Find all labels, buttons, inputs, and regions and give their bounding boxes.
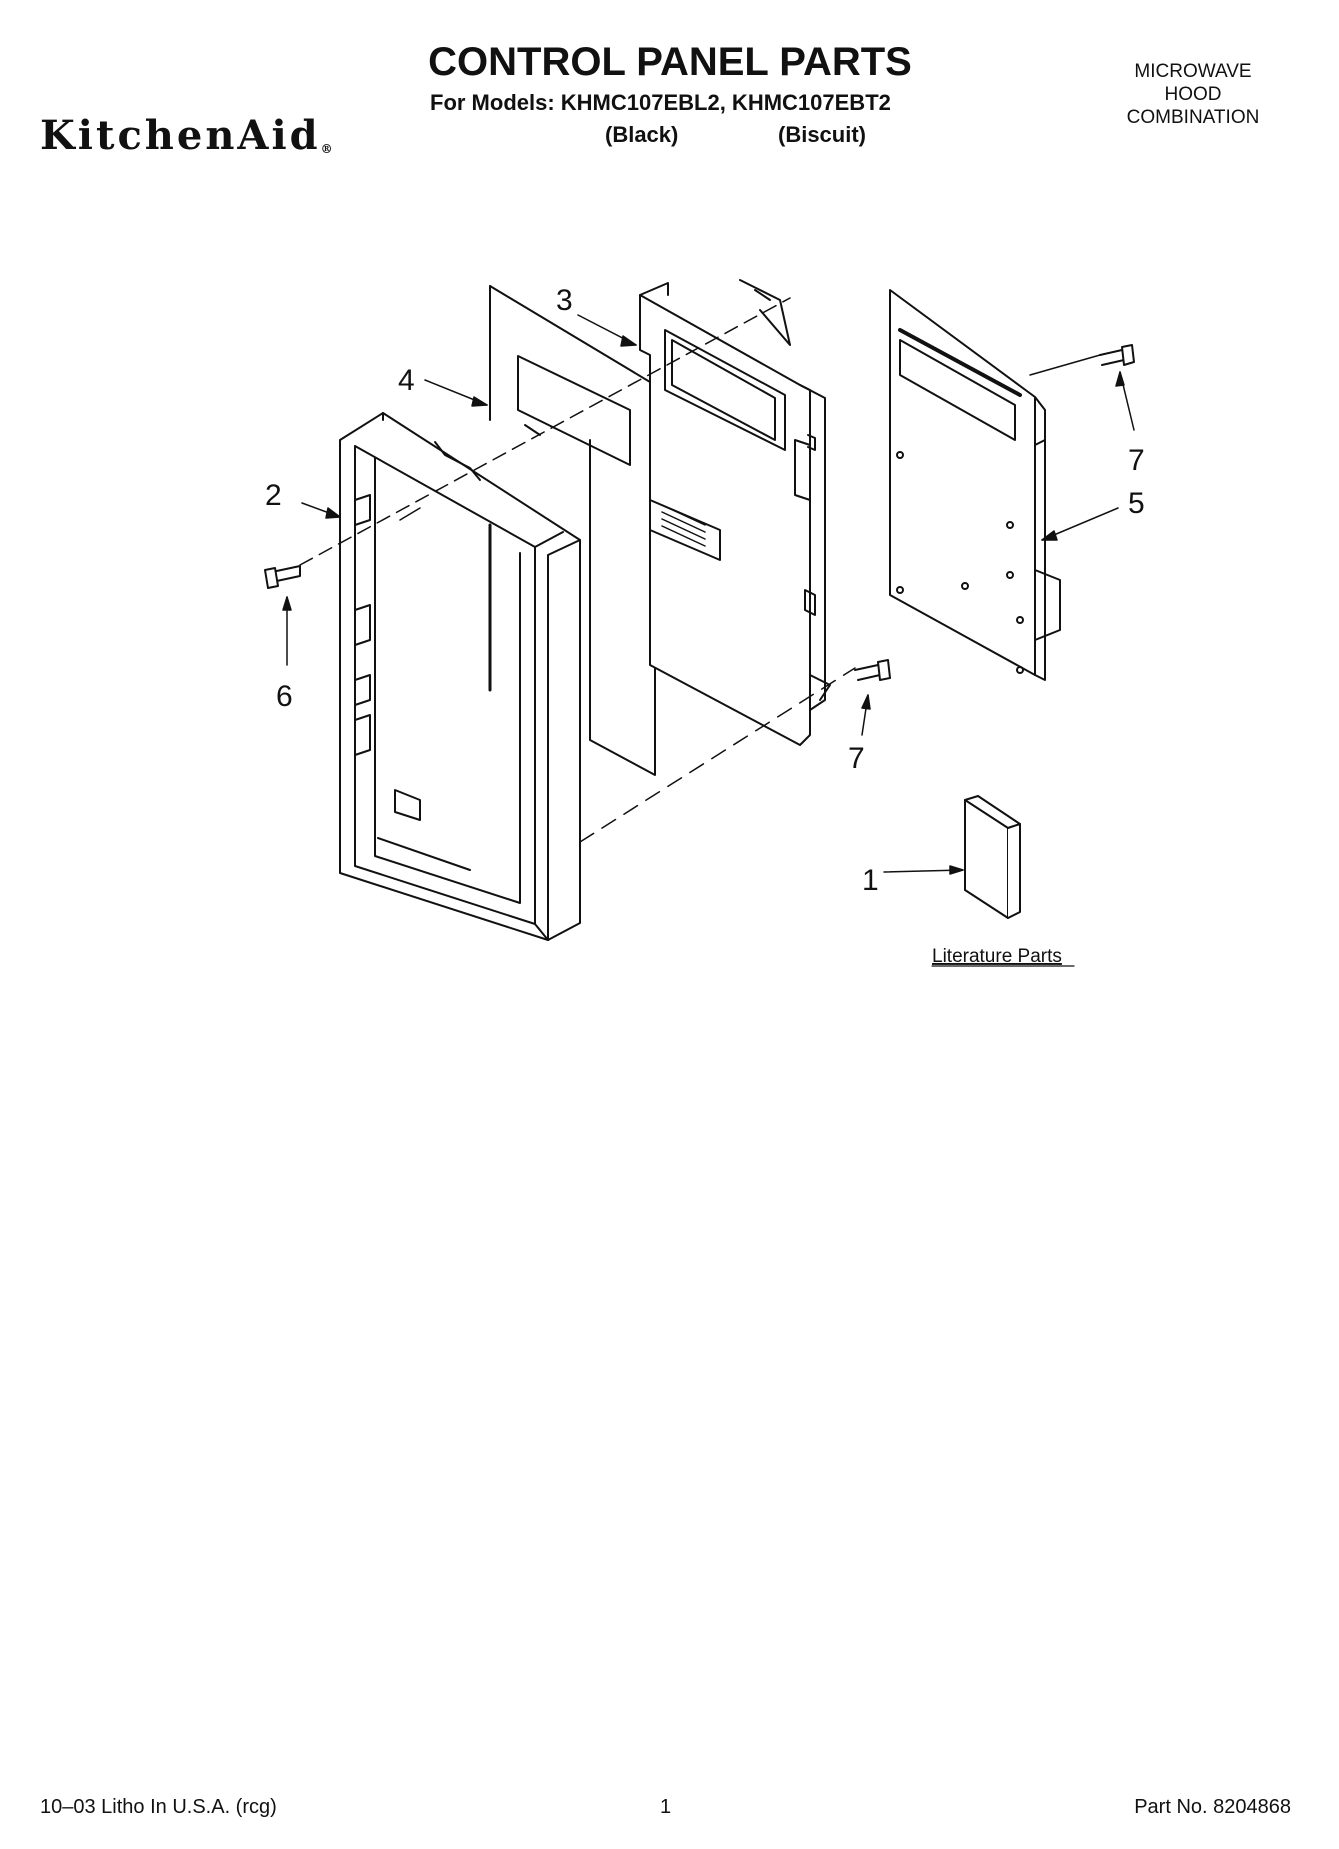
literature-booklet — [964, 795, 1021, 919]
kitchenaid-logo: KitchenAid® — [40, 112, 336, 159]
callout-7-bracket: 7 — [848, 742, 865, 775]
product-type-line-2: HOOD — [1164, 84, 1222, 105]
callout-5: 5 — [1128, 487, 1145, 520]
product-type: MICROWAVE HOOD COMBINATION — [1103, 60, 1283, 129]
callout-4: 4 — [398, 364, 415, 397]
control-panel-frame — [339, 412, 581, 941]
page-title: CONTROL PANEL PARTS — [428, 40, 912, 84]
screw-part-7-bracket — [854, 659, 891, 681]
screw-part-6 — [264, 565, 301, 589]
model-numbers: For Models: KHMC107EBL2, KHMC107EBT2 — [430, 90, 891, 115]
control-overlay-sheet — [489, 285, 656, 776]
page-number: 1 — [660, 1796, 672, 1818]
product-type-line-1: MICROWAVE — [1134, 61, 1252, 82]
control-panel-bracket — [639, 279, 831, 746]
callout-leaders — [282, 314, 1135, 875]
callout-3: 3 — [556, 284, 573, 317]
assembly-lines — [299, 297, 1101, 843]
callout-2: 2 — [265, 479, 282, 512]
color-black-label: (Black) — [605, 122, 679, 147]
control-board — [889, 289, 1061, 681]
trademark-mark: ® — [320, 142, 336, 156]
logo-text: KitchenAid — [40, 112, 321, 159]
product-type-line-3: COMBINATION — [1126, 107, 1260, 128]
callout-7-board: 7 — [1128, 444, 1145, 477]
callout-6: 6 — [276, 680, 293, 713]
callout-1: 1 — [862, 864, 879, 897]
part-number: Part No. 8204868 — [1134, 1796, 1291, 1818]
color-biscuit-label: (Biscuit) — [778, 122, 866, 147]
literature-parts-label: Literature Parts — [932, 946, 1062, 967]
screw-part-7-board — [1099, 344, 1135, 366]
print-info: 10–03 Litho In U.S.A. (rcg) — [40, 1796, 277, 1818]
